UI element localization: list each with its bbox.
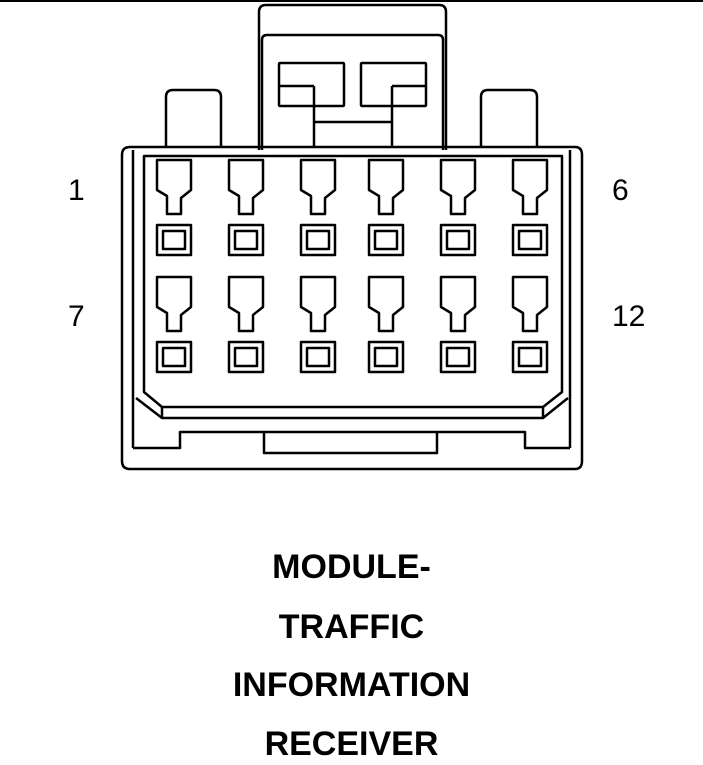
- contact-window-outer: [439, 223, 477, 257]
- terminal-slot: [367, 275, 405, 333]
- contact-window-inner: [445, 229, 471, 251]
- contact-window-inner: [233, 229, 259, 251]
- contact-window-outer: [367, 340, 405, 374]
- pin-cavity-3: [299, 158, 337, 257]
- pin-cavity-11: [439, 275, 477, 374]
- title-line-2: TRAFFIC: [278, 608, 425, 646]
- contact-window-inner: [373, 229, 399, 251]
- contact-window-inner: [161, 346, 187, 368]
- terminal-slot: [155, 158, 193, 216]
- terminal-cavities: [155, 158, 549, 374]
- contact-window-outer: [299, 223, 337, 257]
- pin-cavity-1: [155, 158, 193, 257]
- title-line-4: RECEIVER: [264, 725, 439, 763]
- top-border-line: [0, 0, 703, 2]
- contact-window-inner: [161, 229, 187, 251]
- title-line-3: INFORMATION: [232, 666, 471, 704]
- connector-face-diagram: [120, 3, 584, 471]
- terminal-slot: [511, 158, 549, 216]
- contact-window-outer: [511, 223, 549, 257]
- contact-window-inner: [517, 346, 543, 368]
- contact-window-outer: [367, 223, 405, 257]
- terminal-slot: [227, 275, 265, 333]
- contact-window-outer: [439, 340, 477, 374]
- pin-label-6: 6: [612, 174, 629, 207]
- pin-label-1: 1: [68, 174, 85, 207]
- pin-cavity-12: [511, 275, 549, 374]
- side-guide-tabs: [164, 88, 539, 147]
- terminal-slot: [155, 275, 193, 333]
- pin-cavity-7: [155, 275, 193, 374]
- contact-window-outer: [155, 223, 193, 257]
- pin-cavity-4: [367, 158, 405, 257]
- contact-window-inner: [305, 229, 331, 251]
- contact-window-inner: [445, 346, 471, 368]
- contact-window-outer: [155, 340, 193, 374]
- pin-label-12: 12: [612, 300, 646, 333]
- terminal-slot: [511, 275, 549, 333]
- contact-window-outer: [299, 340, 337, 374]
- terminal-slot: [227, 158, 265, 216]
- pin-cavity-10: [367, 275, 405, 374]
- pin-cavity-2: [227, 158, 265, 257]
- contact-window-outer: [227, 223, 265, 257]
- title-line-1: MODULE-: [272, 548, 431, 586]
- contact-window-inner: [517, 229, 543, 251]
- pin-cavity-8: [227, 275, 265, 374]
- connector-body: [120, 145, 584, 471]
- terminal-slot: [299, 275, 337, 333]
- terminal-slot: [439, 158, 477, 216]
- contact-window-inner: [233, 346, 259, 368]
- pin-cavity-5: [439, 158, 477, 257]
- contact-window-outer: [511, 340, 549, 374]
- terminal-slot: [367, 158, 405, 216]
- terminal-slot: [439, 275, 477, 333]
- terminal-slot: [299, 158, 337, 216]
- pin-cavity-6: [511, 158, 549, 257]
- pin-label-7: 7: [68, 300, 85, 333]
- contact-window-inner: [373, 346, 399, 368]
- contact-window-inner: [305, 346, 331, 368]
- latch-housing: [257, 3, 448, 150]
- pin-cavity-9: [299, 275, 337, 374]
- contact-window-outer: [227, 340, 265, 374]
